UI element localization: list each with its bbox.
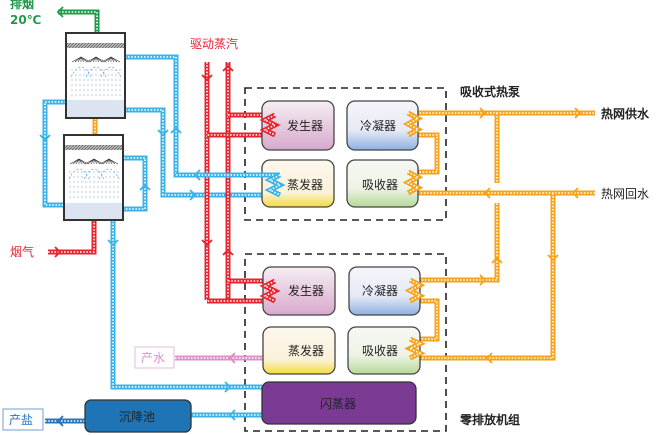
settling-tank-label: 沉降池 [119,410,155,424]
arrow-product-water [228,352,236,364]
spray-nozzle-icon [98,158,120,180]
arrow-tower-down [107,239,119,247]
arrow-steam-up [222,64,234,72]
arrow-return-1 [571,187,579,199]
hp-generator [261,100,335,151]
tower-top-outlet-pipe [125,107,280,198]
heat-pump-boundary [244,87,447,221]
hp-evaporator-coil-icon [264,172,286,198]
hp-condenser-label: 冷凝器 [360,118,396,133]
product-water-label: 产水 [141,351,165,365]
arrow-exhaust [56,6,64,18]
arrow-zd-supply-up [491,256,503,264]
arrow-tower-link [39,134,51,142]
spray-nozzle-icon [100,56,122,78]
lower-scrubber-tower [63,134,124,221]
arrow-supply-1 [479,107,487,119]
hp-evaporator [261,159,335,208]
zd-condenser-outlet-pipe [412,203,500,283]
product-water-box [134,346,175,369]
zd-condenser-label: 冷凝器 [362,283,398,298]
arrow-steam-down-2 [201,239,213,247]
arrow-zd-return-left [485,352,493,364]
return-branch-pipe [412,193,556,361]
arrow-zd-supply-right [479,274,487,286]
arrow-bottom-spray [139,183,151,191]
product-salt-box [2,408,44,431]
zd-absorber-coil-icon [404,336,426,361]
zd-evaporator-label: 蒸发器 [288,343,324,358]
arrow-settling-in [228,409,236,421]
arrow-supply-2 [574,107,582,119]
hp-absorber [346,159,419,208]
tower-to-flash-pipe [110,220,262,390]
flue-gas-label: 烟气 [10,244,34,259]
tower-link-pipe [42,99,66,208]
heat-pump-title: 吸收式热泵 [460,84,520,99]
hp-condenser [346,100,419,151]
hp-generator-coil-icon [259,112,281,138]
zd-generator-coil-icon [259,278,281,304]
arrow-steam-up-2 [222,248,234,256]
zd-generator [262,266,336,316]
arrow-evap-return [193,169,201,181]
hp-condenser-absorber-link [410,132,440,175]
arrow-return-2 [483,187,491,199]
settling-tank [84,399,192,433]
zd-condenser-absorber-link [412,298,440,342]
flue-gas-pipe [48,220,97,255]
arrow-steam-down [201,74,213,82]
zero-discharge-boundary [244,253,447,432]
arrow-return-down [547,254,559,262]
arrow-top-outlet [157,129,169,137]
zd-condenser [348,266,421,316]
exhaust-label: 排烟 [10,0,34,11]
zd-generator-label: 发生器 [288,283,324,298]
spray-nozzle-icon [68,158,90,180]
flash-evaporator [261,381,417,425]
arrow-salt [56,415,64,427]
exhaust-pipe [58,9,100,33]
return-water-label: 热网回水 [601,187,649,201]
exhaust-temp-label: 20℃ [10,13,41,27]
hp-absorber-label: 吸收器 [362,178,398,192]
arrow-top-spray [170,126,182,134]
hp-absorber-coil-icon [402,169,424,196]
arrow-flue-gas [54,246,62,258]
flash-evaporator-label: 闪蒸器 [320,397,356,411]
supply-water-label: 热网供水 [601,106,650,121]
zero-discharge-title: 零排放机组 [459,412,520,427]
arrow-evap-supply [189,189,197,201]
upper-scrubber-tower [65,32,126,119]
product-salt-label: 产盐 [9,413,33,427]
zd-absorber-label: 吸收器 [362,344,398,358]
arrow-flash-in [224,381,232,393]
zd-evaporator [262,326,336,375]
hp-condenser-coil-icon [402,110,424,138]
hp-evaporator-label: 蒸发器 [287,177,323,192]
hp-generator-label: 发生器 [287,118,323,133]
zd-condenser-coil-icon [404,277,426,304]
drive-steam-label: 驱动蒸汽 [190,36,238,51]
